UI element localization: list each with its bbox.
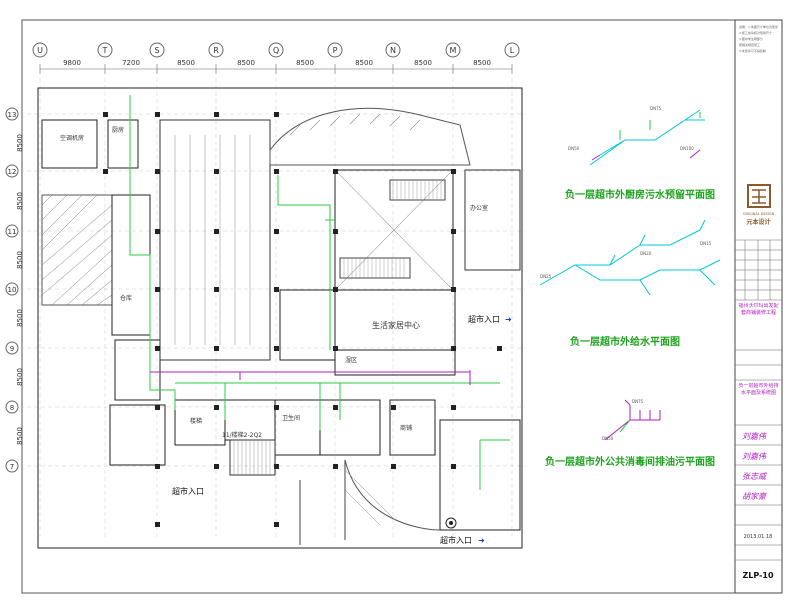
room-label: 湿区: [345, 356, 357, 364]
axis-label-col: U: [37, 46, 43, 55]
detail-title: 负一层超市外厨房污水预留平面图: [565, 188, 715, 201]
svg-text:DN75: DN75: [632, 399, 644, 404]
axis-label-row: 7: [10, 463, 14, 471]
green-drain-pipe-2: [277, 175, 335, 350]
title-block: 说明：1.本图尺寸单位为毫米 2.施工前请核对现场尺寸 3.图中未注明部分 按相…: [734, 19, 783, 594]
dim-text: 8500: [414, 59, 432, 67]
room-label: 楼梯: [190, 417, 202, 425]
signature: 刘嘉伟: [742, 432, 767, 441]
dim-text: 8500: [473, 59, 491, 67]
signature: 张志威: [742, 472, 767, 481]
detail-title: 负一层超市外公共消毒间排油污平面图: [545, 455, 715, 468]
axis-label-row: 11: [8, 228, 17, 236]
arrow-icon: ➜: [505, 315, 512, 324]
detail-public-waste: [604, 399, 661, 441]
room-label: 卫生间: [282, 414, 300, 422]
signature: 胡家豪: [742, 492, 768, 501]
center-label: 生活家居中心: [372, 320, 420, 330]
logo-cn: 元本设计: [746, 218, 770, 226]
structural-columns: [103, 112, 502, 527]
entrance-labels: 超市入口 ➜ 超市入口 超市入口 ➜: [172, 314, 512, 545]
room-label: 办公室: [470, 204, 488, 212]
axis-label-col: Q: [273, 46, 279, 55]
entrance-label: 超市入口: [440, 535, 472, 545]
arrow-icon: ➜: [478, 536, 485, 545]
dim-text: 8500: [16, 251, 24, 269]
axis-label-col: S: [154, 46, 159, 55]
detail-public-waste-marks: DN50 DN75: [602, 399, 644, 441]
svg-text:4.未经许可不得复制: 4.未经许可不得复制: [739, 48, 766, 53]
svg-text:说明：1.本图尺寸单位为毫米: 说明：1.本图尺寸单位为毫米: [739, 24, 778, 29]
magenta-pipe: [150, 370, 471, 385]
svg-text:DN50: DN50: [568, 146, 580, 151]
axis-label-col: P: [333, 46, 338, 55]
dim-text: 8500: [177, 59, 195, 67]
drain-point-icon: [445, 517, 457, 529]
room-label: 商铺: [400, 424, 412, 432]
column-dimensions: 9800 7200 8500 8500 8500 8500 8500 8500: [39, 59, 513, 74]
drawing-date: 2013.01.18: [744, 534, 773, 540]
svg-text:DN15: DN15: [700, 241, 712, 246]
axis-label-row: 13: [8, 111, 17, 119]
svg-text:3.图中未注明部分: 3.图中未注明部分: [739, 36, 763, 41]
svg-text:2.施工前请核对现场尺寸: 2.施工前请核对现场尺寸: [739, 30, 772, 35]
axis-label-col: N: [390, 46, 396, 55]
sheet-border: [21, 19, 783, 594]
axis-label-col: M: [450, 46, 457, 55]
detail-water-supply: [539, 219, 721, 296]
detail-water-supply-marks: DN25 DN20 DN15: [540, 241, 712, 279]
dim-text: 8500: [355, 59, 373, 67]
room-label: 空调机房: [60, 134, 84, 142]
svg-text:DN20: DN20: [640, 251, 652, 256]
drawing-name: 负一层超市外给排水平面及系统图: [738, 383, 779, 396]
column-axis: U T S R Q P N M L: [32, 42, 520, 58]
dim-text: 8500: [16, 192, 24, 210]
project-name: 福州沃尔玛出发配套商铺装修工程: [738, 303, 779, 316]
dim-text: 8500: [16, 427, 24, 445]
green-drain-pipe: [129, 95, 510, 490]
plan-labels: 空调机房 厨房 仓库 湿区 楼梯 卫生间 商铺 11/楼梯2-2Q2 办公室 生…: [60, 126, 488, 439]
floor-plan: [37, 87, 523, 549]
dim-text: 8500: [237, 59, 255, 67]
axis-label-col: T: [102, 46, 108, 55]
axis-label-row: 12: [8, 168, 17, 176]
row-axis: 13 12 11 10 9 8 7: [5, 107, 19, 473]
dim-text: 8500: [16, 134, 24, 152]
svg-text:按相关规范施工: 按相关规范施工: [739, 42, 760, 47]
axis-label-row: 10: [8, 286, 17, 294]
axis-label-col: R: [213, 46, 219, 55]
logo-icon: [747, 184, 771, 208]
svg-text:DN25: DN25: [540, 274, 552, 279]
axis-label-col: L: [510, 46, 515, 55]
dim-text: 9800: [63, 59, 81, 67]
drawing-number: ZLP-10: [742, 571, 774, 580]
room-label: 仓库: [120, 294, 132, 302]
svg-text:DN100: DN100: [680, 146, 694, 151]
room-label: 厨房: [112, 126, 124, 134]
plan-pipes: [129, 95, 510, 490]
dim-text: 8500: [296, 59, 314, 67]
axis-label-row: 8: [10, 404, 14, 412]
room-label: 11/楼梯2-2Q2: [222, 431, 262, 439]
logo-en: ORIGINAL DESIGN: [743, 212, 775, 216]
axis-label-row: 9: [10, 345, 14, 353]
dim-text: 7200: [122, 59, 140, 67]
detail-kitchen-waste: [589, 109, 705, 166]
svg-text:DN75: DN75: [650, 106, 662, 111]
detail-title: 负一层超市外给水平面图: [570, 335, 680, 348]
dim-text: 8500: [16, 309, 24, 327]
svg-text:DN50: DN50: [602, 436, 614, 441]
entrance-label: 超市入口: [172, 486, 204, 496]
row-dimensions: 8500 8500 8500 8500 8500 8500: [16, 134, 24, 445]
dim-text: 8500: [16, 368, 24, 386]
entrance-label: 超市入口: [468, 314, 500, 324]
signature: 刘嘉伟: [742, 452, 767, 461]
